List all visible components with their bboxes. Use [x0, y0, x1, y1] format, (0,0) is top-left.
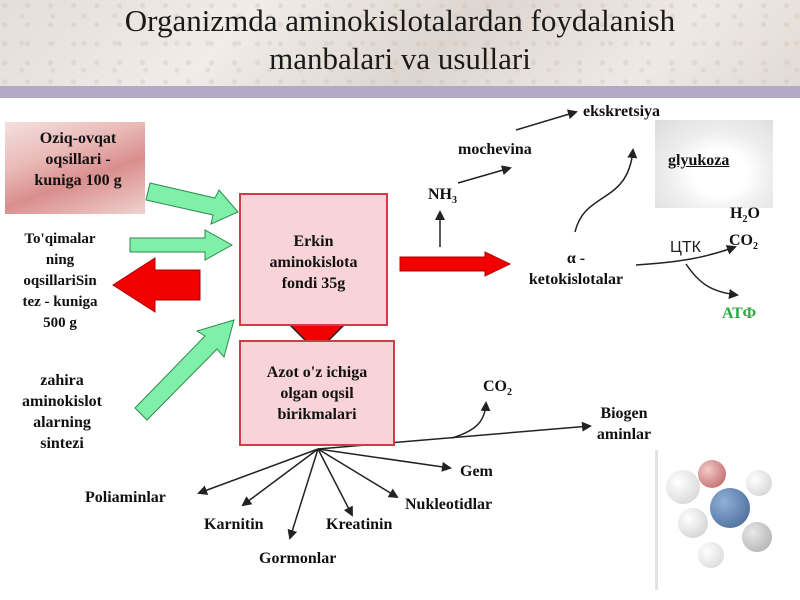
tissue-protein-label: To'qimalar ning oqsillariSin tez - kunig…: [22, 231, 98, 331]
food-protein-label: Oziq-ovqat oqsillari - kuniga 100 g: [34, 130, 122, 189]
poliaminlar-label: Poliaminlar: [85, 489, 166, 506]
slide-title: Organizmda aminokislotalardan foydalanis…: [0, 2, 800, 78]
arrow-to-co2-lower: [451, 401, 491, 439]
arrow-to-gormonlar: [287, 448, 319, 540]
nh3-label: NH3: [428, 186, 457, 207]
arrow-to-poliaminlar: [197, 448, 319, 495]
title-banner: [0, 0, 800, 86]
arrow-to-gem: [317, 448, 452, 472]
atf-label: АТФ: [722, 305, 757, 322]
arrow-to-nukleotidlar: [317, 448, 399, 499]
mochevina-label: mochevina: [458, 141, 532, 158]
glyukoza-label: glyukoza: [668, 152, 730, 169]
nitrogen-compounds-label: Azot o'z ichiga olgan oqsil birikmalari: [266, 364, 368, 423]
arrow-to-atf: [685, 263, 739, 299]
red-arrow-to-keto: [399, 251, 512, 277]
arrow-to-ekskretsiya: [515, 109, 578, 131]
meat-image: [5, 122, 145, 214]
gormonlar-label: Gormonlar: [259, 550, 337, 567]
red-arrow-tissue: [112, 257, 201, 313]
arrow-to-glyukoza: [574, 148, 638, 233]
co2-right-label: CO2: [729, 232, 758, 253]
green-arrow-food: [145, 182, 239, 225]
arrow-to-mochevina: [457, 165, 512, 184]
ctk-label: ЦТК: [670, 239, 701, 256]
green-arrow-tissue: [129, 229, 234, 261]
sugar-image: [655, 120, 773, 208]
reserve-synthesis-label: zahira aminokislot alarning sintezi: [21, 372, 102, 452]
title-divider-band: [0, 86, 800, 98]
slide-title-line-1: Organizmda aminokislotalardan foydalanis…: [124, 3, 676, 38]
green-arrow-synthesis: [134, 319, 235, 421]
gem-label: Gem: [460, 463, 493, 480]
nitrogen-compounds-box: Azot o'z ichiga olgan oqsil birikmalari: [239, 340, 395, 446]
molecule-image: [655, 450, 798, 590]
arrow-to-h2o-co2: [635, 245, 737, 266]
arrow-to-karnitin: [241, 448, 319, 507]
nukleotidlar-label: Nukleotidlar: [405, 496, 493, 513]
co2-lower-label: CO2: [483, 378, 512, 399]
slide-title-line-2: manbalari va usullari: [269, 41, 531, 76]
biogen-amines-label: Biogen aminlar: [596, 405, 652, 443]
amino-acid-pool-box: Erkin aminokislota fondi 35g: [239, 193, 388, 326]
amino-acid-pool-label: Erkin aminokislota fondi 35g: [269, 233, 358, 292]
title-banner-texture: [0, 0, 800, 86]
kreatinin-label: Kreatinin: [326, 516, 393, 533]
karnitin-label: Karnitin: [204, 516, 264, 533]
arrow-to-kreatinin: [317, 448, 353, 517]
keto-acids-label: α - ketokislotalar: [528, 250, 624, 288]
ekskretsiya-label: ekskretsiya: [583, 103, 661, 120]
h2o-label: H2O: [730, 205, 760, 226]
